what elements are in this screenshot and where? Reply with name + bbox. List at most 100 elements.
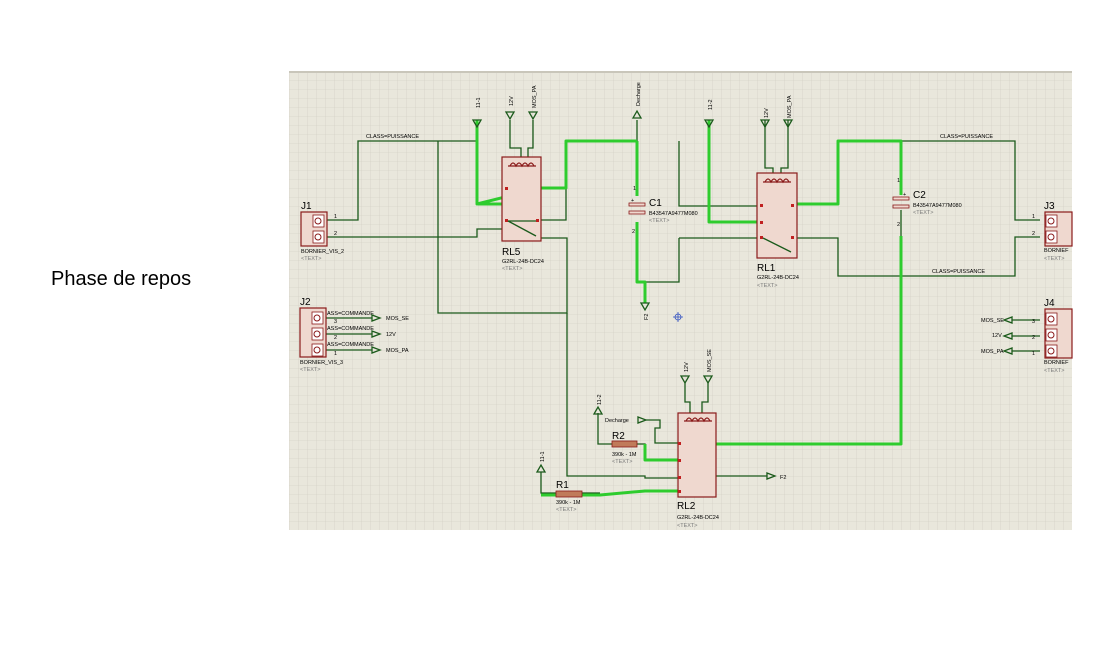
pin-number: 2 — [334, 231, 337, 237]
terminal-decharge-top: Decharge — [631, 82, 643, 119]
terminal-12v-rl5: 12V — [504, 96, 516, 121]
pin-number: 1 — [334, 214, 337, 220]
terminal-11-2-top: 11-2 — [703, 99, 715, 129]
net-label: 12V — [764, 108, 770, 118]
component-ref: J1 — [301, 201, 312, 212]
pin-number: 2 — [897, 222, 900, 228]
component-ref: RL5 — [502, 247, 521, 258]
relay-rl2: RL2 G2RL-24B-DC24 <TEXT> — [677, 412, 719, 529]
ruler-top — [289, 71, 1072, 73]
net-label: Decharge — [605, 418, 629, 424]
net-label: MOS_PA — [981, 349, 1004, 355]
net-label: MOS_PA — [787, 95, 793, 118]
net-label: 11-2 — [597, 394, 603, 405]
component-text: <TEXT> — [1044, 256, 1064, 262]
pin-number: 3 — [1032, 319, 1035, 325]
component-ref: C1 — [649, 198, 662, 209]
probe-marker — [673, 312, 683, 322]
active-wires — [475, 120, 903, 497]
component-ref: RL1 — [757, 263, 776, 274]
terminal-11-2-bottom: 11-2 — [592, 394, 604, 415]
pin-number: 1 — [1032, 351, 1035, 357]
component-ref: J3 — [1044, 201, 1055, 212]
component-text: <TEXT> — [300, 367, 320, 373]
capacitor-c2: + 1 2 C2 B43547A9477M080 <TEXT> — [892, 178, 962, 228]
component-text: <TEXT> — [757, 283, 777, 289]
terminal-f2-mid: F2 — [639, 302, 651, 320]
class-label: CLASS=PUISSANCE — [932, 269, 985, 275]
component-text: <TEXT> — [502, 266, 522, 272]
terminal-11-1-top: 11-1 — [471, 97, 483, 129]
resistor-r2: R2 390k - 1M <TEXT> — [611, 431, 638, 465]
component-value: G2RL-24B-DC24 — [677, 515, 719, 521]
component-text: <TEXT> — [556, 507, 576, 513]
component-value: 390k - 1M — [612, 452, 637, 458]
component-text: <TEXT> — [612, 459, 632, 465]
pin-number: 2 — [334, 335, 337, 341]
net-label: 12V — [509, 96, 515, 106]
net-label: 11-1 — [476, 97, 482, 108]
pin-number: 2 — [1032, 231, 1035, 237]
relay-rl5: RL5 G2RL-24B-DC24 <TEXT> — [501, 156, 544, 272]
component-text: <TEXT> — [677, 523, 697, 529]
resistor-r1: R1 390k - 1M <TEXT> — [555, 480, 583, 513]
pin-number: 2 — [1032, 335, 1035, 341]
component-value: BORNIER_VIS_3 — [300, 360, 343, 366]
net-label: Decharge — [636, 82, 642, 106]
component-ref: R1 — [556, 480, 569, 491]
svg-text:+: + — [903, 192, 906, 198]
component-ref: J2 — [300, 297, 311, 308]
terminal-12v-rl2: 12V — [679, 362, 691, 385]
terminal-11-1-bottom: 11-1 — [535, 451, 547, 473]
wires — [326, 120, 1040, 494]
class-label: CLASS=PUISSANCE — [366, 134, 419, 140]
net-label: 12V — [992, 333, 1002, 339]
component-value: G2RL-24B-DC24 — [757, 275, 799, 281]
capacitor-c1: + 1 2 C1 B43547A9477M080 <TEXT> — [628, 186, 698, 235]
component-value: BORNIER_VIS_2 — [301, 249, 344, 255]
class-label: ASS=COMMANDE — [327, 326, 374, 332]
connector-j1: J1 1 2 BORNIER_VIS_2 <TEXT> — [300, 201, 344, 262]
pin-number: 3 — [334, 319, 337, 325]
slide-title: Phase de repos — [51, 268, 192, 290]
component-value: BORNIEF — [1044, 248, 1069, 254]
net-label: 12V — [386, 332, 396, 338]
component-text: <TEXT> — [1044, 368, 1064, 374]
pin-number: 2 — [632, 229, 635, 235]
component-ref: R2 — [612, 431, 625, 442]
pin-number: 1 — [1032, 214, 1035, 220]
connector-j4: J4 3 2 1 MOS_SE 12V MOS_PA BORNIEF <TEXT… — [981, 298, 1073, 374]
net-label: 11-2 — [708, 99, 714, 110]
component-text: <TEXT> — [913, 210, 933, 216]
component-ref: RL2 — [677, 501, 696, 512]
terminal-decharge-bottom: Decharge — [605, 416, 648, 424]
pin-number: 1 — [334, 351, 337, 357]
net-label: MOS_PA — [532, 85, 538, 108]
terminal-mos-se-rl2: MOS_SE — [702, 349, 714, 385]
component-value: 390k - 1M — [556, 500, 581, 506]
svg-text:+: + — [631, 198, 634, 204]
net-label: MOS_SE — [981, 318, 1004, 324]
component-value: BORNIEF — [1044, 360, 1069, 366]
component-ref: J4 — [1044, 298, 1055, 309]
connector-j2: J2 3 2 1 ASS=COMMANDE ASS=COMMANDE ASS=C… — [299, 297, 409, 373]
terminal-f2-out: F2 — [766, 472, 786, 481]
net-label: MOS_PA — [386, 348, 409, 354]
net-label: F2 — [644, 314, 650, 320]
component-text: <TEXT> — [301, 256, 321, 262]
terminal-mos-pa-rl1: MOS_PA — [782, 95, 794, 129]
net-label: MOS_SE — [707, 349, 713, 372]
component-value: B43547A9477M080 — [913, 203, 962, 209]
component-text: <TEXT> — [649, 218, 669, 224]
terminal-12v-rl1: 12V — [759, 108, 771, 129]
connector-j3: J3 1 2 BORNIEF <TEXT> — [1032, 201, 1073, 262]
net-label: 12V — [684, 362, 690, 372]
component-value: G2RL-24B-DC24 — [502, 259, 544, 265]
net-label: MOS_SE — [386, 316, 409, 322]
pin-number: 1 — [897, 178, 900, 184]
relay-rl1: RL1 G2RL-24B-DC24 <TEXT> — [756, 172, 799, 289]
class-label: ASS=COMMANDE — [327, 311, 374, 317]
net-label: F2 — [780, 475, 786, 481]
class-label: CLASS=PUISSANCE — [940, 134, 993, 140]
